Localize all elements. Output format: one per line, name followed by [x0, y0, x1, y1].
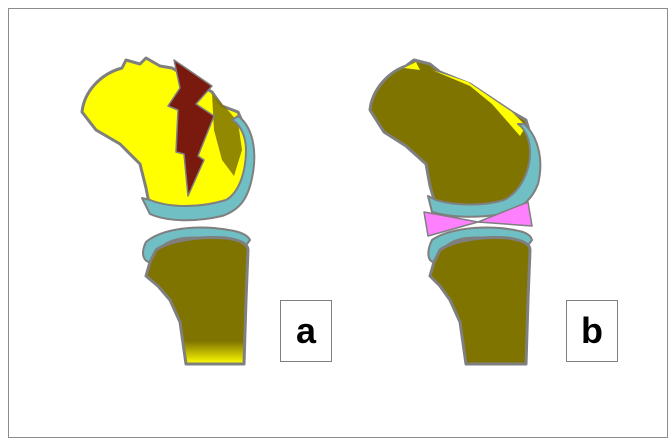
panel-a	[82, 58, 254, 364]
panel-label-a: a	[280, 300, 332, 362]
panel-label-b: b	[566, 300, 618, 362]
bone-tibia-icon	[146, 238, 248, 365]
panel-b	[370, 60, 540, 364]
bone-femur-icon	[370, 60, 534, 212]
bone-tibia-icon	[430, 238, 530, 365]
